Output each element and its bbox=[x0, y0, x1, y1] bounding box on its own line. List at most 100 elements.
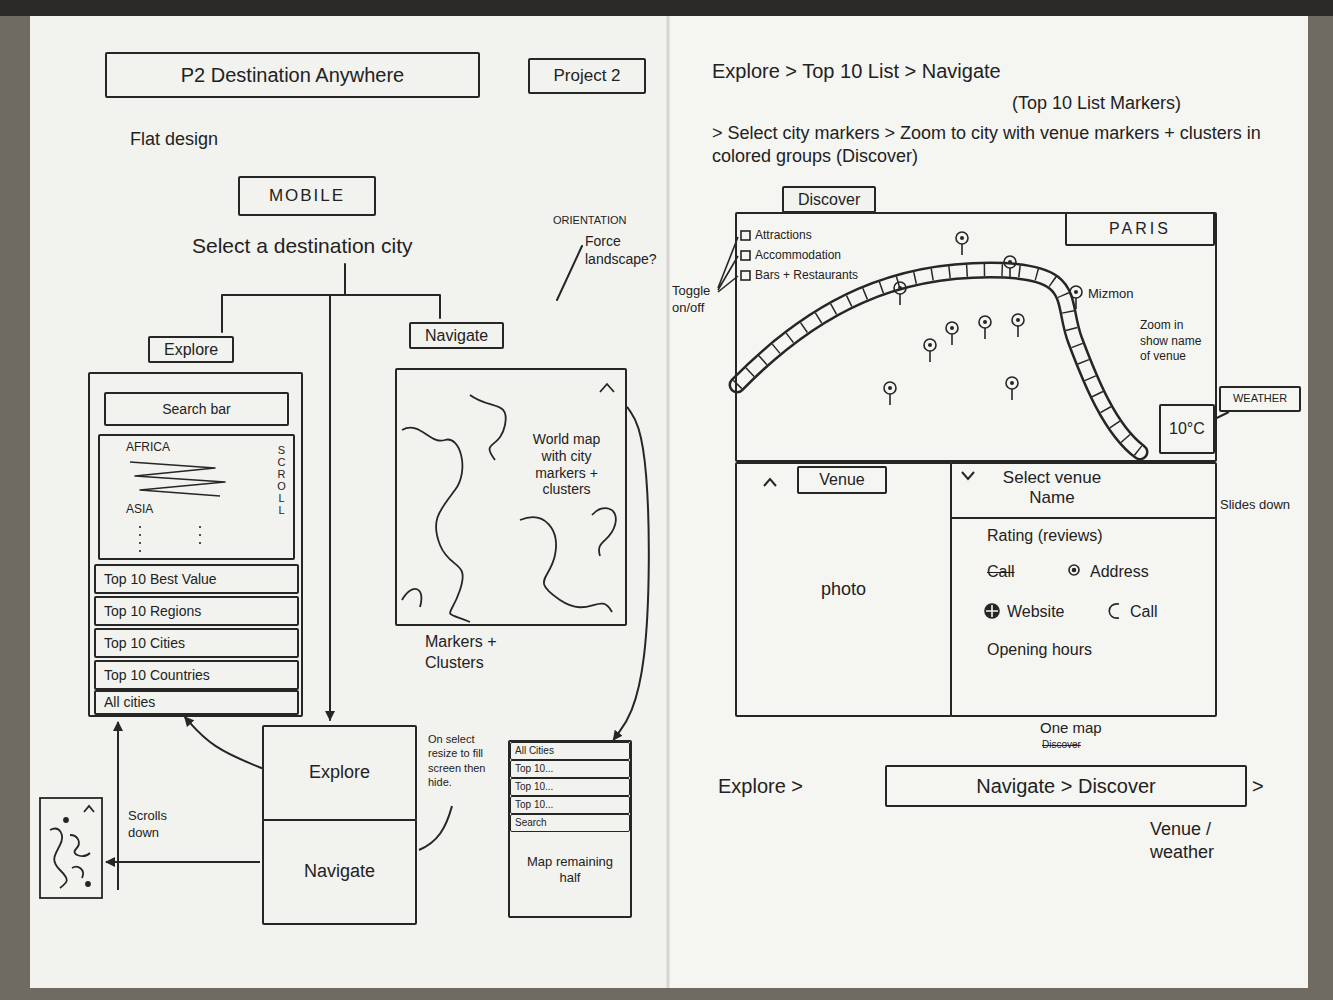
world-map bbox=[402, 589, 421, 607]
node-text: Search bbox=[515, 817, 547, 829]
note-label: Discover bbox=[1042, 738, 1081, 751]
node-text: Search bar bbox=[162, 401, 230, 418]
node-text: P2 Destination Anywhere bbox=[181, 63, 404, 87]
flow-arrow bbox=[106, 861, 260, 863]
note-label: Mizmon bbox=[1088, 286, 1134, 303]
panel-detail bbox=[962, 472, 974, 479]
venue-marker bbox=[1004, 256, 1016, 279]
note-label: Zoom in show name of venue bbox=[1140, 318, 1212, 365]
note-label: Bars + Restaurants bbox=[755, 268, 858, 284]
list-row: Top 10 Regions bbox=[94, 596, 299, 626]
venue-marker bbox=[1006, 377, 1018, 400]
node-text: MOBILE bbox=[269, 186, 345, 206]
note-label: Markers + Clusters bbox=[425, 632, 535, 674]
node-text: Project 2 bbox=[553, 66, 620, 86]
checkbox bbox=[741, 231, 750, 240]
world-map bbox=[470, 395, 506, 460]
venue-marker bbox=[979, 316, 991, 339]
desk-edge bbox=[0, 0, 1333, 16]
venue-marker bbox=[1012, 314, 1024, 337]
title-box: P2 Destination Anywhere bbox=[105, 52, 480, 98]
note-label: Venue / weather bbox=[1150, 818, 1260, 865]
list-row: Top 10 Cities bbox=[94, 628, 299, 658]
city-box: PARIS bbox=[1065, 212, 1215, 246]
small-map bbox=[86, 882, 90, 886]
small-map bbox=[64, 818, 68, 822]
node-text: Top 10 Countries bbox=[104, 667, 210, 684]
tab-label: Navigate bbox=[409, 322, 504, 349]
project-box: Project 2 bbox=[528, 58, 646, 94]
note-label: Explore > Top 10 List > Navigate bbox=[712, 58, 1001, 84]
weather-box: 10°C bbox=[1159, 404, 1215, 454]
node-text: Top 10... bbox=[515, 799, 553, 811]
world-map bbox=[402, 428, 470, 622]
tree-line bbox=[329, 295, 331, 720]
list-row: All Cities bbox=[510, 742, 630, 760]
river bbox=[737, 270, 1140, 452]
river bbox=[737, 270, 1140, 452]
node-text: Map remaining half bbox=[518, 854, 622, 885]
node-text: PARIS bbox=[1109, 219, 1171, 238]
venue-marker bbox=[894, 282, 906, 305]
note-label: > bbox=[1252, 773, 1264, 799]
left-page bbox=[30, 16, 668, 988]
list-row: All cities bbox=[94, 690, 299, 715]
tab-label: Explore bbox=[148, 336, 234, 363]
contact-icon bbox=[985, 604, 999, 618]
node-text: Venue bbox=[819, 470, 864, 489]
venue-marker bbox=[956, 232, 968, 255]
checkbox bbox=[718, 231, 750, 292]
node-text: Opening hours bbox=[987, 640, 1092, 659]
note-label: One map bbox=[1040, 718, 1102, 738]
node-text: All Cities bbox=[515, 745, 554, 757]
screen-frame: Map remaining half All CitiesTop 10... Top… bbox=[508, 740, 632, 918]
panel-detail bbox=[764, 479, 776, 486]
map-frame: NavigateWorld map with city markers + cl… bbox=[395, 368, 627, 626]
connector bbox=[185, 717, 262, 768]
note-label: (Top 10 List Markers) bbox=[1012, 92, 1181, 115]
node-text: Explore bbox=[309, 762, 370, 784]
small-map bbox=[40, 798, 102, 898]
flow-arrow bbox=[117, 722, 119, 890]
list-row: Top 10... bbox=[510, 778, 630, 796]
venue-marker bbox=[884, 382, 896, 405]
list-scribble bbox=[140, 526, 200, 552]
gutter bbox=[667, 16, 670, 988]
river bbox=[737, 270, 1140, 452]
contact-icon bbox=[1073, 569, 1076, 572]
world-map bbox=[520, 517, 612, 612]
node-text: Navigate > Discover bbox=[976, 774, 1156, 798]
node-text: Top 10... bbox=[515, 763, 553, 775]
venue-marker bbox=[946, 322, 958, 345]
note-label: Explore > bbox=[718, 773, 803, 799]
note-label: ORIENTATION bbox=[553, 213, 627, 227]
checkbox bbox=[741, 251, 750, 260]
small-map bbox=[84, 806, 94, 812]
node-text: Navigate bbox=[304, 861, 375, 883]
node-text: SCROLL bbox=[276, 444, 287, 517]
node-text: photo bbox=[821, 579, 866, 601]
venue-marker bbox=[884, 232, 1082, 405]
detail-panel: Select venue NameRating (reviews)CallAdd… bbox=[950, 462, 1217, 717]
flow-arrow bbox=[419, 806, 452, 850]
node-text: Call bbox=[987, 562, 1015, 581]
list-box: AFRICAASIASCROLL bbox=[98, 434, 295, 560]
contact-icon bbox=[986, 605, 998, 617]
note-label: Accommodation bbox=[755, 248, 841, 264]
note-label: Scrolls down bbox=[128, 808, 190, 842]
node-text: 10°C bbox=[1169, 419, 1205, 438]
small-map bbox=[50, 829, 67, 888]
photo-panel: photo Venue bbox=[735, 462, 952, 717]
tab-box: Venue bbox=[797, 466, 887, 494]
list-scribble bbox=[130, 462, 225, 496]
flow-arrow bbox=[106, 722, 452, 890]
node-text: Address bbox=[1090, 562, 1149, 581]
node-text: Top 10 Regions bbox=[104, 603, 201, 620]
node-text: World map with city markers + clusters bbox=[517, 430, 616, 499]
weather-tag: WEATHER bbox=[1219, 386, 1301, 412]
split-box: Navigate bbox=[262, 819, 417, 925]
world-map bbox=[402, 384, 616, 622]
